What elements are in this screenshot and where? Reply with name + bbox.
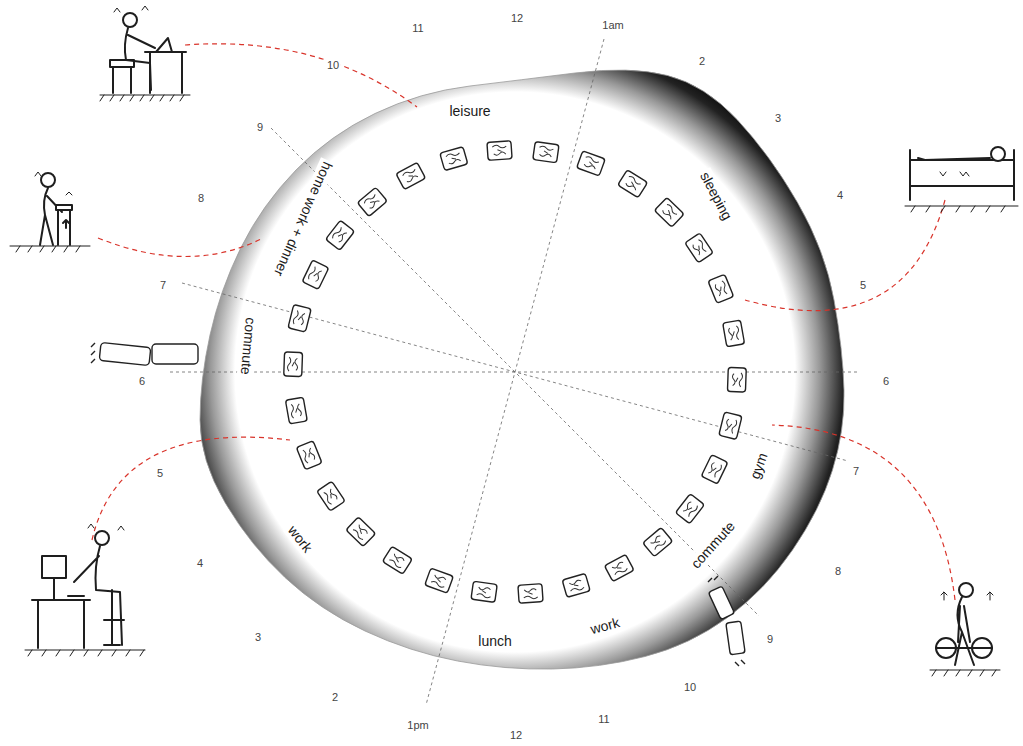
activity-label: commute — [237, 315, 259, 378]
activity-label: gym — [746, 449, 772, 483]
hour-number: 6 — [137, 375, 147, 388]
hour-number: 4 — [835, 189, 845, 202]
activity-label: leisure — [447, 103, 492, 120]
leader-lines — [92, 44, 955, 600]
hour-number: 11 — [410, 22, 425, 35]
activity-label: sleeping — [695, 167, 736, 224]
hour-number: 1am — [600, 19, 625, 32]
hour-number: 3 — [773, 112, 783, 125]
activity-label: work — [587, 614, 624, 639]
hour-number: 5 — [155, 467, 165, 480]
activity-label: home work + dinner — [269, 157, 336, 280]
hour-number: 3 — [253, 631, 263, 644]
hour-number: 2 — [697, 55, 707, 68]
hour-number: 7 — [851, 465, 861, 478]
activity-label: lunch — [476, 633, 513, 650]
hour-number: 8 — [196, 192, 206, 205]
hour-number: 8 — [833, 565, 843, 578]
hour-number: 10 — [325, 59, 341, 72]
activity-icons — [284, 141, 747, 604]
hour-number: 9 — [255, 121, 265, 134]
figure-sketches — [10, 6, 1018, 676]
activity-label: commute — [686, 516, 740, 573]
hour-number: 10 — [682, 681, 698, 694]
activity-label: work — [283, 521, 317, 558]
hour-spokes — [170, 39, 860, 705]
hour-number: 7 — [158, 279, 168, 292]
day-blob — [200, 70, 844, 669]
hour-number: 9 — [765, 633, 775, 646]
hour-number: 2 — [330, 691, 340, 704]
commute-icons — [91, 342, 745, 666]
hour-number: 5 — [858, 279, 868, 292]
hour-number: 6 — [881, 375, 891, 388]
hour-number: 11 — [596, 713, 611, 726]
hour-number: 4 — [195, 557, 205, 570]
hour-number: 12 — [508, 729, 524, 742]
hour-number: 1pm — [405, 719, 430, 732]
hour-number: 12 — [509, 12, 525, 25]
